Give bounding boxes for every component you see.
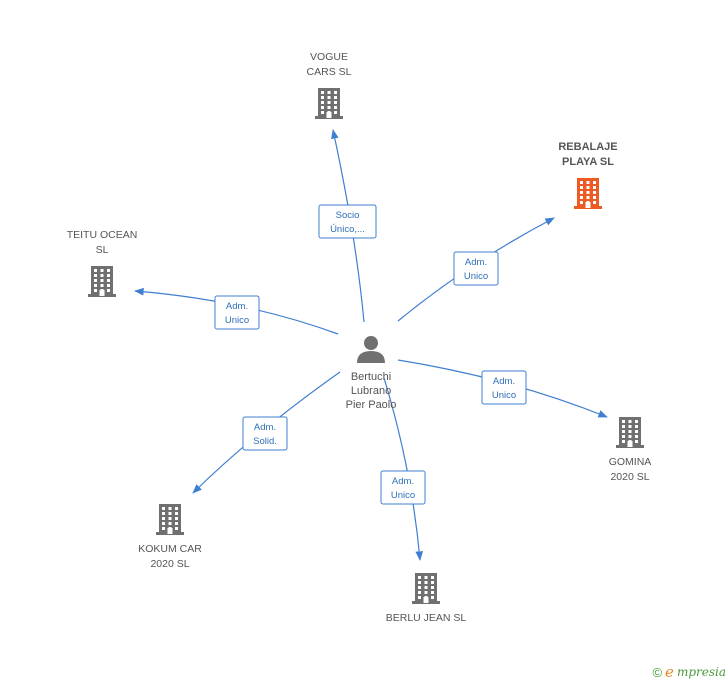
building-icon[interactable]	[616, 417, 644, 448]
company-node-berlu[interactable]: BERLU JEAN SL	[386, 573, 467, 624]
relation-label-vogue[interactable]: SocioÚnico,...	[318, 204, 377, 239]
relation-label-line: Adm.	[226, 301, 248, 312]
building-icon[interactable]	[315, 88, 343, 119]
company-name[interactable]: 2020 SL	[610, 471, 649, 483]
company-name[interactable]: GOMINA	[609, 456, 652, 468]
relation-label-teitu[interactable]: Adm. Unico	[214, 295, 260, 330]
brand-name: mpresia	[676, 665, 726, 679]
person-name[interactable]: Pier Paolo	[346, 399, 397, 411]
relation-label-line: Adm.	[493, 376, 515, 387]
company-name[interactable]: 2020 SL	[150, 558, 189, 570]
company-node-vogue[interactable]: VOGUE CARS SL	[307, 51, 352, 119]
company-name[interactable]: CARS SL	[307, 66, 352, 78]
company-node-rebalaje[interactable]: REBALAJE PLAYA SL	[558, 141, 618, 209]
relation-label-line: Unico	[225, 315, 249, 326]
company-name[interactable]: VOGUE	[310, 51, 348, 63]
person-name[interactable]: Bertuchi	[351, 371, 391, 383]
relation-edge-gomina: Adm. Unico	[397, 359, 608, 418]
relation-label-berlu[interactable]: Adm. Unico	[380, 470, 426, 505]
relation-edge-teitu: Adm. Unico	[134, 287, 339, 335]
person-icon[interactable]	[357, 336, 385, 363]
company-name[interactable]: SL	[96, 244, 109, 256]
company-name[interactable]: REBALAJE	[558, 141, 617, 153]
company-node-teitu[interactable]: TEITU OCEAN SL	[67, 229, 138, 297]
company-node-kokum[interactable]: KOKUM CAR 2020 SL	[138, 504, 202, 570]
building-icon[interactable]	[156, 504, 184, 535]
company-name[interactable]: BERLU JEAN SL	[386, 612, 467, 624]
relation-label-rebalaje[interactable]: Adm. Unico	[453, 251, 499, 286]
company-name[interactable]: TEITU OCEAN	[67, 229, 138, 241]
relation-label-line: Adm.	[465, 257, 487, 268]
company-name[interactable]: PLAYA SL	[562, 156, 614, 168]
relation-label-line: Adm.	[392, 476, 414, 487]
relation-label-line: Unico	[464, 271, 488, 282]
company-node-gomina[interactable]: GOMINA 2020 SL	[609, 417, 652, 483]
relation-label-kokum[interactable]: Adm. Solid.	[242, 416, 288, 451]
building-icon[interactable]	[574, 178, 602, 209]
relation-edge-rebalaje: Adm. Unico	[397, 217, 555, 322]
relation-edge-vogue: SocioÚnico,...	[318, 129, 377, 323]
relation-label-line: Adm.	[254, 422, 276, 433]
building-icon[interactable]	[412, 573, 440, 604]
relation-label-gomina[interactable]: Adm. Unico	[481, 370, 527, 405]
person-name[interactable]: Lubrano	[351, 385, 391, 397]
brand-initial: e	[665, 663, 674, 681]
relation-edge-kokum: Adm. Solid.	[192, 371, 341, 494]
copyright-icon: ©	[652, 664, 663, 680]
relation-label-line: Socio	[336, 210, 360, 221]
relation-label-line: Solid.	[253, 436, 277, 447]
relation-label-line: Unico	[391, 490, 415, 501]
building-icon[interactable]	[88, 266, 116, 297]
relation-label-line: Unico	[492, 390, 516, 401]
relation-label-line: Único,...	[330, 224, 365, 235]
company-name[interactable]: KOKUM CAR	[138, 543, 202, 555]
relation-edge-berlu: Adm. Unico	[380, 377, 426, 561]
